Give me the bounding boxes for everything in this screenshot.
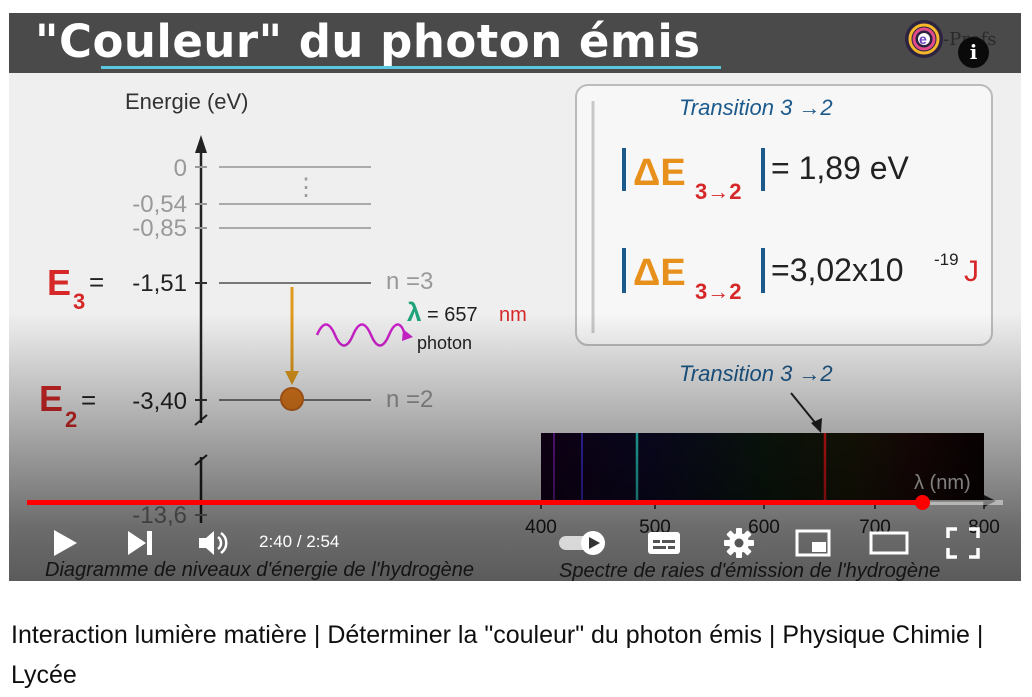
dots-ellipsis: ⋮ xyxy=(294,174,318,201)
delta-e-ev-value: = 1,89 eV xyxy=(771,150,910,186)
level-value-054: -0,54 xyxy=(132,191,187,218)
electron-dot xyxy=(280,387,304,411)
theater-mode-button[interactable] xyxy=(869,523,909,563)
e3-equals: = xyxy=(89,267,104,297)
duration: 2:54 xyxy=(306,532,340,551)
delta-e-j-unit: J xyxy=(964,255,979,288)
autoplay-toggle-icon xyxy=(559,531,605,555)
info-button[interactable]: i xyxy=(958,37,989,68)
gear-icon xyxy=(724,528,754,558)
n2-label: n =2 xyxy=(386,386,433,413)
delta-e-j-exponent: -19 xyxy=(934,250,959,269)
subtitles-button[interactable] xyxy=(644,523,684,563)
e2-subscript: 2 xyxy=(65,407,77,432)
spectrum-pointer-line xyxy=(790,392,818,426)
delta-e-j-symbol: ΔE xyxy=(633,252,686,294)
svg-text:e: e xyxy=(919,31,927,47)
e2-letter: E xyxy=(39,378,63,419)
fullscreen-button[interactable] xyxy=(943,523,983,563)
subtitles-icon xyxy=(648,532,680,554)
level-value-340: -3,40 xyxy=(132,388,187,415)
transition-arrowhead xyxy=(285,371,299,385)
volume-icon xyxy=(199,531,228,555)
delta-e-j-value: =3,02x10 xyxy=(771,252,904,288)
video-title-band: "Couleur" du photon émis e -Profs xyxy=(9,13,1021,73)
diagram-caption: Diagramme de niveaux d'énergie de l'hydr… xyxy=(45,559,474,581)
photon-wave xyxy=(315,323,407,347)
spectrum-tick-label-400: 400 xyxy=(525,517,557,538)
video-player[interactable]: "Couleur" du photon émis e -Profs i Ener… xyxy=(9,13,1021,581)
video-caption-title[interactable]: Interaction lumière matière | Déterminer… xyxy=(11,621,984,689)
next-icon xyxy=(128,531,152,555)
progress-scrubber[interactable] xyxy=(914,495,930,510)
level-value-085: -0,85 xyxy=(132,215,187,242)
lambda-unit: nm xyxy=(499,304,527,326)
energy-axis-arrow xyxy=(195,135,207,153)
spectrum-caption: Spectre de raies d'émission de l'hydrogè… xyxy=(559,560,940,581)
time-separator: / xyxy=(292,532,307,551)
volume-button[interactable] xyxy=(194,523,234,563)
n3-label: n =3 xyxy=(386,268,433,295)
photon-wave-arrowhead xyxy=(402,329,413,341)
title-underline xyxy=(101,66,721,69)
spectrum-transition-label: Transition 3 →2 xyxy=(679,361,833,386)
play-button[interactable] xyxy=(45,523,85,563)
level-value-0: 0 xyxy=(174,155,187,182)
energy-axis-label: Energie (eV) xyxy=(125,89,249,114)
photon-label: photon xyxy=(417,333,472,353)
box-transition-label: Transition 3 →2 xyxy=(679,95,833,120)
e3-letter: E xyxy=(47,262,71,303)
settings-button[interactable] xyxy=(719,523,759,563)
video-title: "Couleur" du photon émis xyxy=(35,15,701,68)
e3-subscript: 3 xyxy=(73,289,85,314)
brand-logo-icon: e xyxy=(905,20,943,58)
lambda-value: = 657 xyxy=(427,304,478,326)
lambda-symbol: λ xyxy=(407,297,422,327)
current-time: 2:40 xyxy=(259,532,293,551)
e2-equals: = xyxy=(81,385,96,415)
spectrum-axis-label: λ (nm) xyxy=(914,472,971,494)
delta-e-ev-subscript: 3→2 xyxy=(695,179,741,204)
fullscreen-icon xyxy=(946,527,980,559)
miniplayer-button[interactable] xyxy=(793,523,833,563)
delta-e-ev-symbol: ΔE xyxy=(633,152,686,194)
miniplayer-icon xyxy=(795,529,831,557)
level-value-151: -1,51 xyxy=(132,270,187,297)
progress-played xyxy=(27,500,922,505)
energy-box xyxy=(575,84,993,346)
delta-e-j-subscript: 3→2 xyxy=(695,279,741,304)
next-button[interactable] xyxy=(120,523,160,563)
channel-brand: e -Profs xyxy=(903,15,1013,67)
progress-bar[interactable] xyxy=(27,495,1003,510)
time-display: 2:40 / 2:54 xyxy=(259,532,339,552)
theater-icon xyxy=(869,531,909,555)
autoplay-toggle[interactable] xyxy=(557,523,611,563)
play-icon xyxy=(54,530,77,556)
